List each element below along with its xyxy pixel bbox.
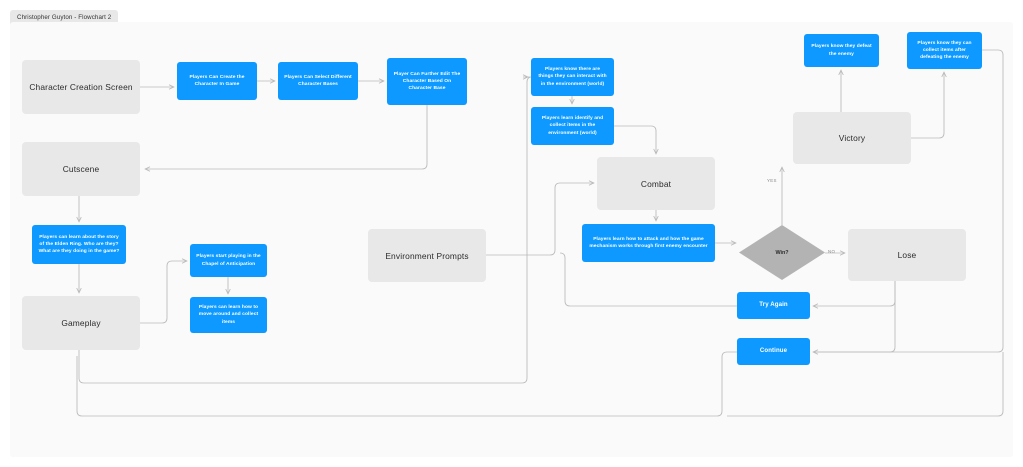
node-continue[interactable]: Continue <box>737 338 810 365</box>
node-win-decision[interactable]: Win? <box>739 225 825 280</box>
edge-label-no: NO <box>828 249 836 254</box>
node-label: Players learn how to attack and how the … <box>589 236 708 249</box>
node-players-learn-story[interactable]: Players can learn about the story of the… <box>32 225 126 264</box>
node-label: Players know they defeat the enemy <box>811 44 872 57</box>
edge-edit-to-cutscene <box>145 105 428 169</box>
node-label: Players learn identify and collect items… <box>541 116 604 136</box>
edge-lose-to-tryagain <box>813 281 896 306</box>
node-label: Players start playing in the Chapel of A… <box>196 254 261 267</box>
node-label: Combat <box>640 178 672 189</box>
node-label: Try Again <box>759 301 788 309</box>
edge-continue-bottom-loop <box>76 351 737 417</box>
node-try-again[interactable]: Try Again <box>737 292 810 319</box>
node-character-creation-screen[interactable]: Character Creation Screen <box>22 60 140 114</box>
node-label: Win? <box>775 249 789 256</box>
node-label: Players Can Select Different Character B… <box>284 74 352 87</box>
node-players-know-interact[interactable]: Players know there are things they can i… <box>531 58 614 96</box>
node-label: Cutscene <box>62 164 100 174</box>
node-environment-prompts[interactable]: Environment Prompts <box>368 229 486 282</box>
node-label: Players know there are things they can i… <box>538 67 607 87</box>
node-players-learn-attack[interactable]: Players learn how to attack and how the … <box>582 224 715 262</box>
edge-lose-to-continue <box>813 281 896 353</box>
edge-gameplay-bottom-run <box>78 350 522 384</box>
edge-identify-to-combat <box>614 125 656 154</box>
edge-tryagain-riser <box>559 252 571 307</box>
edge-collect-after-to-continue <box>813 49 1004 352</box>
node-victory[interactable]: Victory <box>793 112 911 164</box>
node-label: Continue <box>759 347 788 355</box>
edge-label-yes: YES <box>767 178 777 183</box>
node-label: Players know they can collect items afte… <box>917 40 972 61</box>
node-label: Player Can Further Edit The Character Ba… <box>393 71 461 92</box>
node-players-know-defeat[interactable]: Players know they defeat the enemy <box>804 34 879 67</box>
tab-bar: Christopher Guyton - Flowchart 2 <box>0 0 1023 26</box>
node-label: Players can learn how to move around and… <box>198 305 259 325</box>
node-label: Character Creation Screen <box>29 82 133 92</box>
node-players-can-create-character[interactable]: Players Can Create the Character In Game <box>177 62 257 100</box>
edge-envprompts-to-combat <box>486 183 594 256</box>
node-players-can-select-bases[interactable]: Players Can Select Different Character B… <box>278 62 358 100</box>
node-combat[interactable]: Combat <box>597 157 715 210</box>
node-players-learn-move-collect[interactable]: Players can learn how to move around and… <box>190 297 267 333</box>
edge-gameplay-to-chapel <box>140 261 187 324</box>
node-label: Players Can Create the Character In Game <box>189 74 245 87</box>
edge-victory-to-collect-after <box>911 72 944 139</box>
node-label: Gameplay <box>61 318 101 328</box>
node-players-know-collect-after[interactable]: Players know they can collect items afte… <box>907 32 982 69</box>
node-players-identify-collect[interactable]: Players learn identify and collect items… <box>531 107 614 145</box>
node-label: Players can learn about the story of the… <box>38 234 120 255</box>
node-player-can-further-edit[interactable]: Player Can Further Edit The Character Ba… <box>387 58 467 105</box>
node-label: Victory <box>838 133 866 143</box>
node-gameplay[interactable]: Gameplay <box>22 296 140 350</box>
node-players-start-chapel[interactable]: Players start playing in the Chapel of A… <box>190 244 267 277</box>
node-label: Lose <box>897 250 917 260</box>
node-lose[interactable]: Lose <box>848 229 966 281</box>
flowchart-canvas[interactable]: Character Creation Screen Players Can Cr… <box>10 22 1013 457</box>
node-label: Environment Prompts <box>385 250 469 261</box>
node-cutscene[interactable]: Cutscene <box>22 142 140 196</box>
